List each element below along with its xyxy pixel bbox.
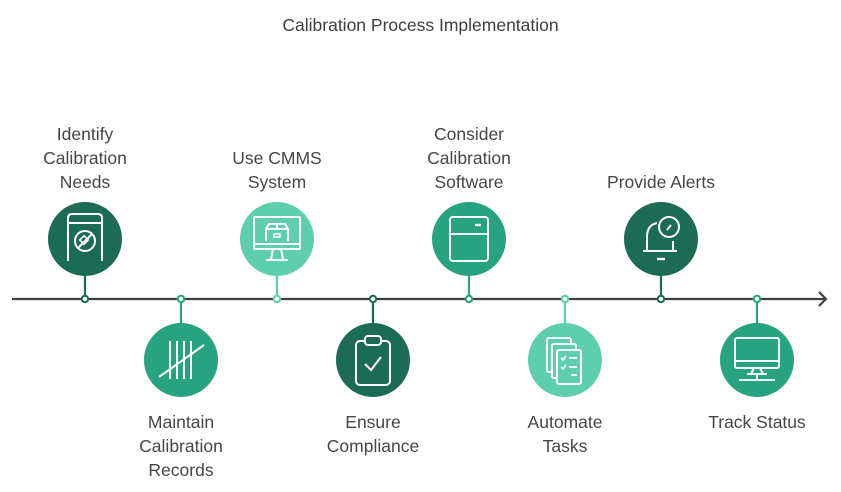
scale-gauge-icon	[67, 213, 103, 261]
step-label: Provide Alerts	[607, 172, 715, 192]
checklist-docs-icon	[546, 337, 582, 385]
timeline-step	[336, 294, 410, 397]
axis-marker	[368, 294, 378, 304]
timeline-arrowhead	[818, 291, 828, 307]
timeline-step	[48, 202, 122, 304]
step-label: Use CMMS System	[232, 148, 322, 192]
axis-marker	[560, 294, 570, 304]
timeline-step	[624, 202, 698, 304]
step-label: Track Status	[708, 412, 806, 432]
step-circle	[624, 202, 698, 276]
timeline-step	[240, 202, 314, 304]
timeline-step	[720, 294, 794, 397]
step-circle	[336, 323, 410, 397]
tally-marks-icon	[158, 341, 205, 379]
axis-marker	[464, 294, 474, 304]
step-label: Ensure Compliance	[326, 412, 420, 456]
step-circle	[432, 202, 506, 276]
axis-marker	[656, 294, 666, 304]
cabinet-icon	[449, 216, 489, 262]
axis-marker	[272, 294, 282, 304]
axis-marker	[752, 294, 762, 304]
clipboard-check-icon	[355, 335, 391, 386]
desktop-monitor-icon	[734, 337, 780, 381]
step-label: Consider Calibration Software	[427, 124, 511, 192]
bell-clock-icon	[643, 216, 680, 261]
axis-marker	[176, 294, 186, 304]
step-circle	[48, 202, 122, 276]
step-circle	[240, 202, 314, 276]
diagram-title: Calibration Process Implementation	[282, 15, 559, 35]
monitor-box-icon	[253, 216, 301, 261]
step-label: Identify Calibration Needs	[43, 124, 127, 192]
timeline-step	[144, 294, 218, 397]
timeline-step	[432, 202, 506, 304]
timeline-step	[528, 294, 602, 397]
step-label: Automate Tasks	[527, 412, 603, 456]
step-circle	[144, 323, 218, 397]
step-label: Maintain Calibration Records	[139, 412, 223, 480]
axis-marker	[80, 294, 90, 304]
